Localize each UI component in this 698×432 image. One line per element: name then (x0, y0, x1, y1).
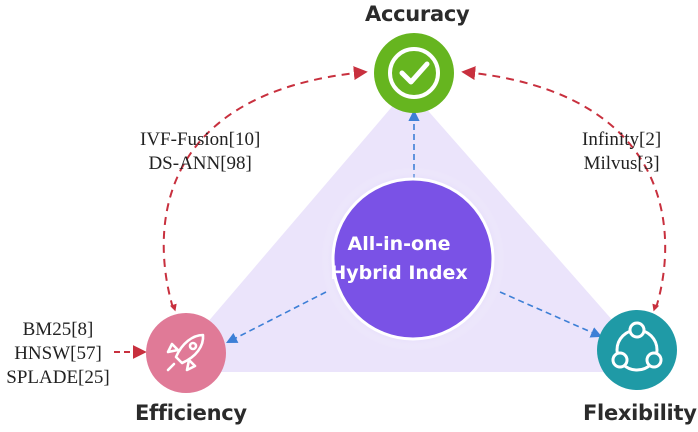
accuracy-title: Accuracy (365, 2, 470, 26)
refs-efficiency: BM25[8] HNSW[57] SPLADE[25] (3, 318, 113, 390)
ref-item: IVF-Fusion[10] (140, 129, 261, 150)
center-label: All-in-one Hybrid Index (324, 230, 474, 288)
refs-accuracy-efficiency: IVF-Fusion[10] DS-ANN[98] (140, 128, 260, 176)
ref-item: BM25[8] (22, 319, 94, 340)
arrow-efficiency-to-accuracy (162, 66, 368, 309)
flexibility-title: Flexibility (583, 401, 697, 425)
efficiency-title: Efficiency (135, 401, 247, 425)
center-label-line2: Hybrid Index (330, 262, 468, 284)
center-circle (331, 177, 495, 341)
rocket-icon (166, 333, 205, 372)
ref-item: SPLADE[25] (6, 367, 110, 388)
ref-item: DS-ANN[98] (148, 153, 252, 174)
flexibility-node (597, 310, 677, 390)
efficiency-node (146, 313, 226, 393)
arrow-center-to-flexibility (499, 291, 603, 338)
ref-item: Milvus[3] (583, 153, 660, 174)
arrow-center-to-efficiency (226, 291, 327, 344)
check-icon (388, 47, 440, 99)
arrow-flexibility-to-accuracy (461, 66, 667, 309)
center-label-line1: All-in-one (347, 233, 451, 255)
share-nodes-icon (611, 321, 663, 372)
accuracy-node (374, 33, 454, 113)
ref-item: Infinity[2] (582, 129, 662, 150)
refs-accuracy-flexibility: Infinity[2] Milvus[3] (582, 128, 661, 176)
ref-item: HNSW[57] (14, 343, 102, 364)
